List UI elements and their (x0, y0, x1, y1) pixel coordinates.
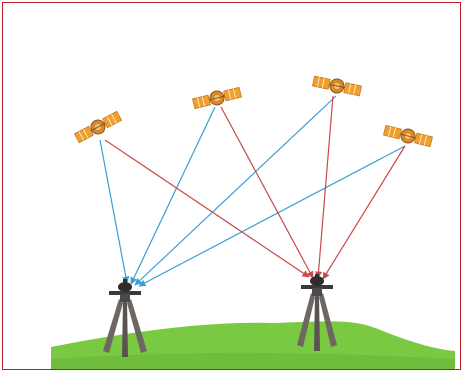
signal-sat2-to-right (221, 107, 313, 278)
gnss-diagram (3, 3, 461, 370)
satellite-icon (383, 123, 433, 148)
signal-sat1-to-left (100, 140, 127, 283)
signals-to-right-receiver (105, 96, 405, 279)
tripod-receiver-icon (103, 279, 147, 357)
signal-sat3-to-left (135, 96, 336, 285)
diagram-frame (2, 2, 461, 370)
signal-sat1-to-right (105, 140, 309, 277)
tripod-receiver-icon (297, 274, 337, 351)
satellite-icon (192, 85, 242, 110)
signal-sat4-to-left (139, 146, 405, 286)
signal-sat3-to-right (318, 96, 333, 278)
signal-sat4-to-right (323, 146, 405, 279)
satellite-icon (312, 74, 362, 98)
satellite-icon (74, 110, 123, 145)
signals-to-left-receiver (100, 96, 405, 286)
signal-sat2-to-left (131, 107, 215, 284)
